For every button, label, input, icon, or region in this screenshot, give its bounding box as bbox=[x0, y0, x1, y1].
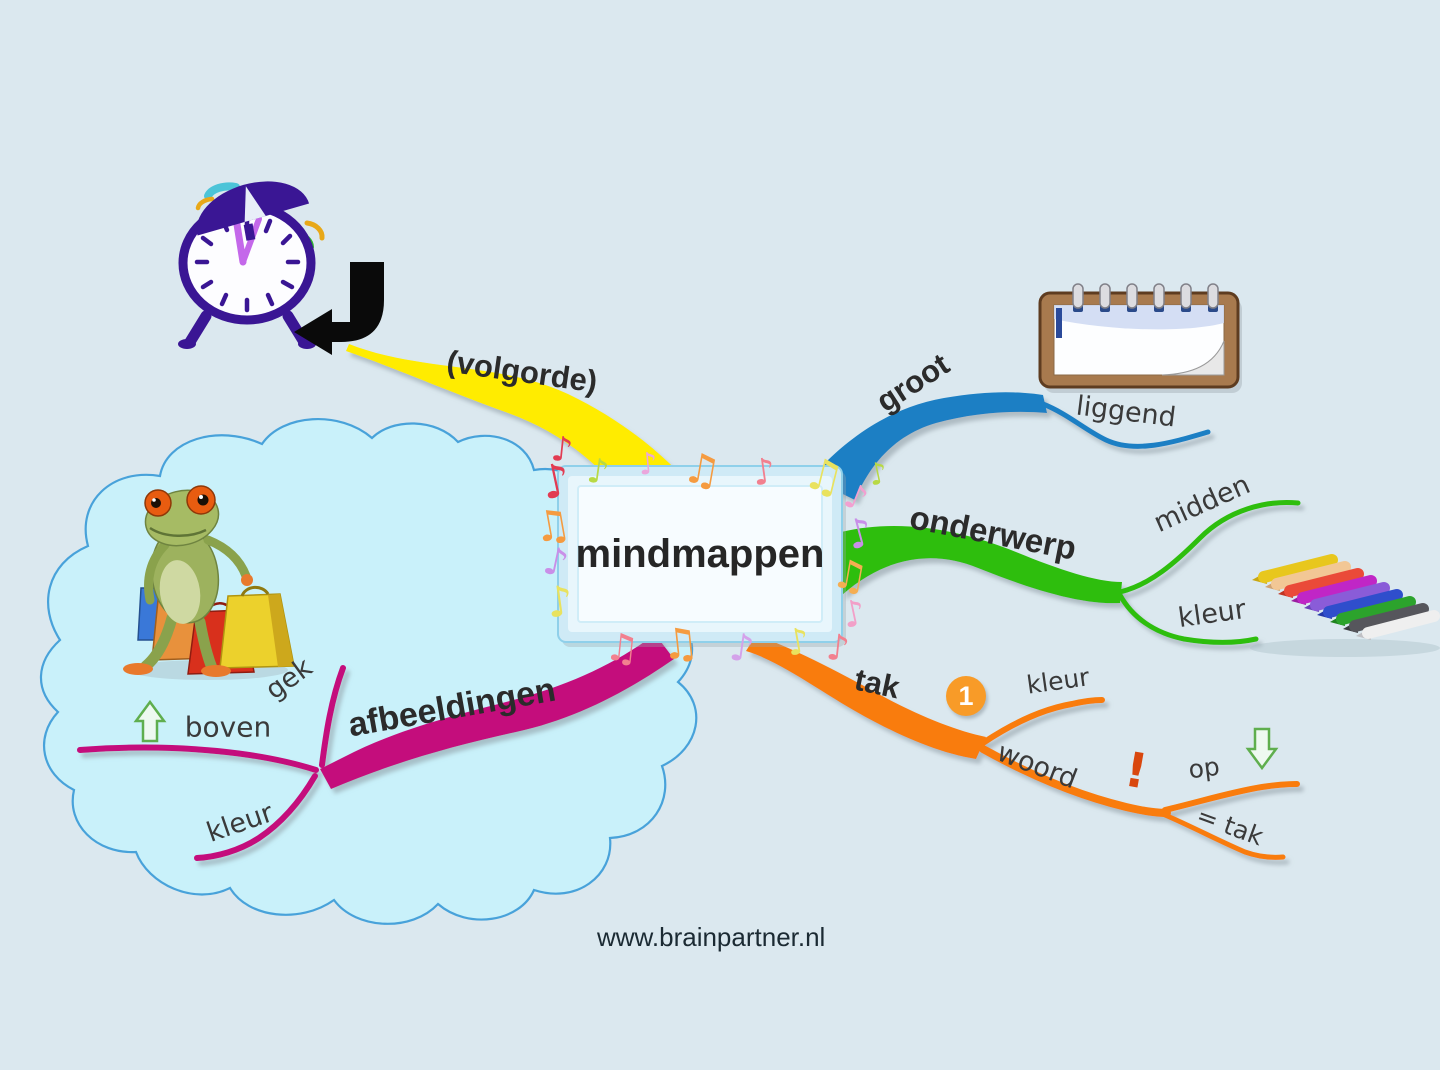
frog-shopping-icon bbox=[123, 485, 295, 680]
bent-left-arrow-icon bbox=[294, 262, 384, 355]
alarm-clock-icon bbox=[178, 181, 325, 349]
music-note-icon: ♫ bbox=[828, 550, 871, 602]
music-notes-decoration: ♪ ♪ ♪ ♫ ♪ ♫ ♪ ♪ ♫ ♪ ♪ ♪ ♪ ♫ ♫ ♪ ♪ ♫ ♪ ♪ bbox=[529, 429, 891, 672]
notepad-rings bbox=[1072, 283, 1219, 312]
music-note-icon: ♫ bbox=[659, 617, 702, 670]
music-note-icon: ♫ bbox=[679, 442, 725, 497]
central-topic-label: mindmappen bbox=[575, 531, 825, 576]
subbranch-label-op: op bbox=[1186, 751, 1222, 785]
music-note-icon: ♪ bbox=[824, 627, 851, 670]
website-url: www.brainpartner.nl bbox=[597, 922, 826, 952]
down-arrow-icon bbox=[1245, 727, 1279, 771]
number-1-badge: 1 bbox=[946, 676, 986, 716]
music-note-icon: ♫ bbox=[529, 498, 575, 553]
music-note-icon: ♫ bbox=[603, 624, 641, 671]
branch-afbeeldingen bbox=[77, 634, 674, 861]
branch-onderwerp bbox=[841, 500, 1301, 645]
notepad-icon bbox=[1038, 283, 1242, 393]
music-note-icon: ♪ bbox=[750, 451, 778, 495]
music-note-icon: ♪ bbox=[727, 625, 757, 672]
music-note-icon: ♪ bbox=[637, 446, 659, 483]
music-note-icon: ♪ bbox=[549, 429, 575, 471]
central-topic-frame bbox=[557, 465, 846, 647]
crayons-icon bbox=[1250, 554, 1440, 657]
subbranch-label-boven: boven bbox=[184, 710, 272, 744]
up-arrow-icon bbox=[133, 699, 167, 743]
branch-tak bbox=[746, 635, 1300, 860]
